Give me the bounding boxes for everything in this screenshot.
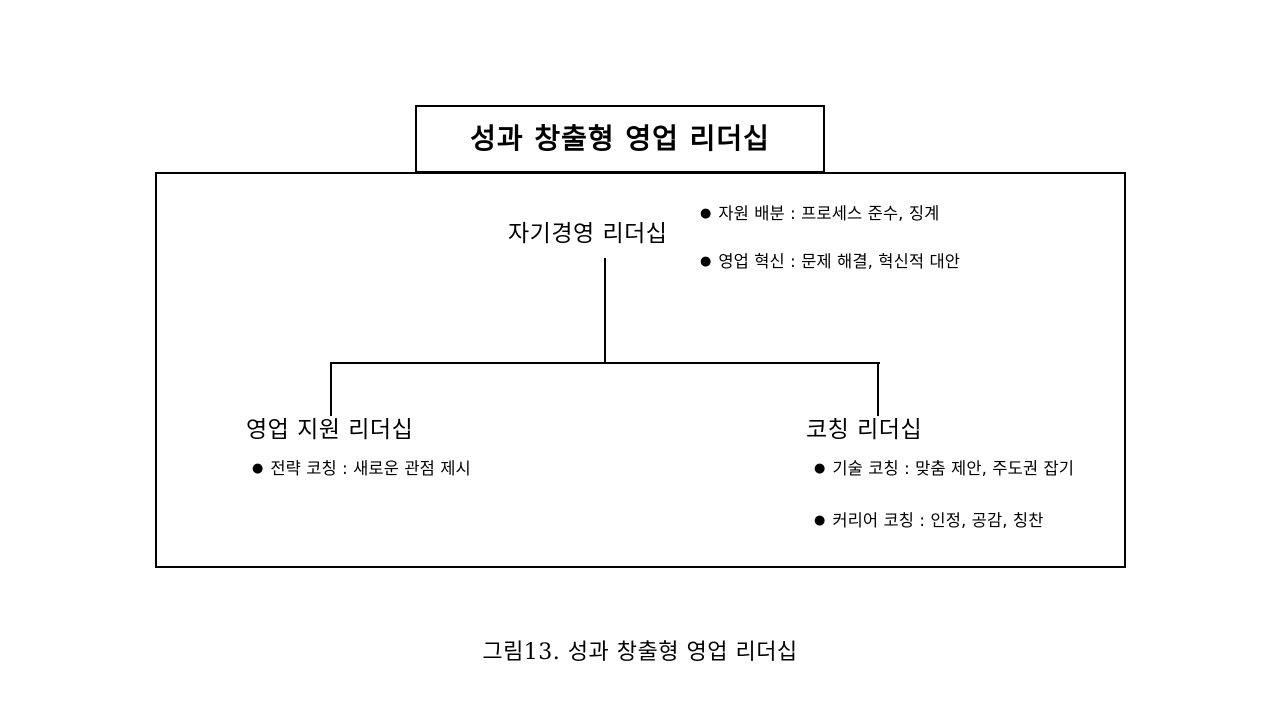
bullet-text: 기술 코칭 : 맞춤 제안, 주도권 잡기	[832, 459, 1075, 478]
diagram-title-text: 성과 창출형 영업 리더십	[470, 122, 770, 155]
connector-vertical-root	[604, 258, 606, 364]
node-label-sales-support: 영업 지원 리더십	[246, 417, 414, 443]
bullet-text: 커리어 코칭 : 인정, 공감, 칭찬	[832, 510, 1044, 530]
diagram-outer-frame	[155, 172, 1126, 568]
bullet-list-sales-support: ● 전략 코칭 : 새로운 관점 제시	[252, 459, 471, 479]
bullet-text: 자원 배분 : 프로세스 준수, 징계	[718, 204, 940, 223]
bullet-item: ● 전략 코칭 : 새로운 관점 제시	[252, 459, 471, 479]
bullet-dot-icon: ●	[814, 461, 826, 476]
bullet-list-self-management: ● 자원 배분 : 프로세스 준수, 징계 ● 영업 혁신 : 문제 해결, 혁…	[700, 204, 960, 272]
node-label-coaching: 코칭 리더십	[806, 417, 923, 443]
bullet-dot-icon: ●	[814, 512, 826, 528]
bullet-list-coaching: ● 기술 코칭 : 맞춤 제안, 주도권 잡기 ● 커리어 코칭 : 인정, 공…	[814, 459, 1074, 531]
bullet-dot-icon: ●	[700, 206, 712, 221]
connector-vertical-left-branch	[330, 362, 332, 416]
bullet-item: ● 영업 혁신 : 문제 해결, 혁신적 대안	[700, 252, 960, 272]
bullet-item: ● 자원 배분 : 프로세스 준수, 징계	[700, 204, 960, 224]
bullet-item: ● 커리어 코칭 : 인정, 공감, 칭찬	[814, 511, 1074, 531]
bullet-text: 영업 혁신 : 문제 해결, 혁신적 대안	[718, 251, 961, 271]
connector-vertical-right-branch	[877, 362, 879, 416]
connector-horizontal-bar	[330, 362, 880, 364]
figure-caption: 그림13. 성과 창출형 영업 리더십	[482, 640, 798, 665]
node-label-self-management: 자기경영 리더십	[508, 221, 668, 247]
bullet-item: ● 기술 코칭 : 맞춤 제안, 주도권 잡기	[814, 459, 1074, 479]
bullet-dot-icon: ●	[700, 253, 712, 269]
diagram-title-box: 성과 창출형 영업 리더십	[415, 105, 825, 173]
bullet-dot-icon: ●	[252, 461, 264, 476]
bullet-text: 전략 코칭 : 새로운 관점 제시	[270, 459, 471, 478]
